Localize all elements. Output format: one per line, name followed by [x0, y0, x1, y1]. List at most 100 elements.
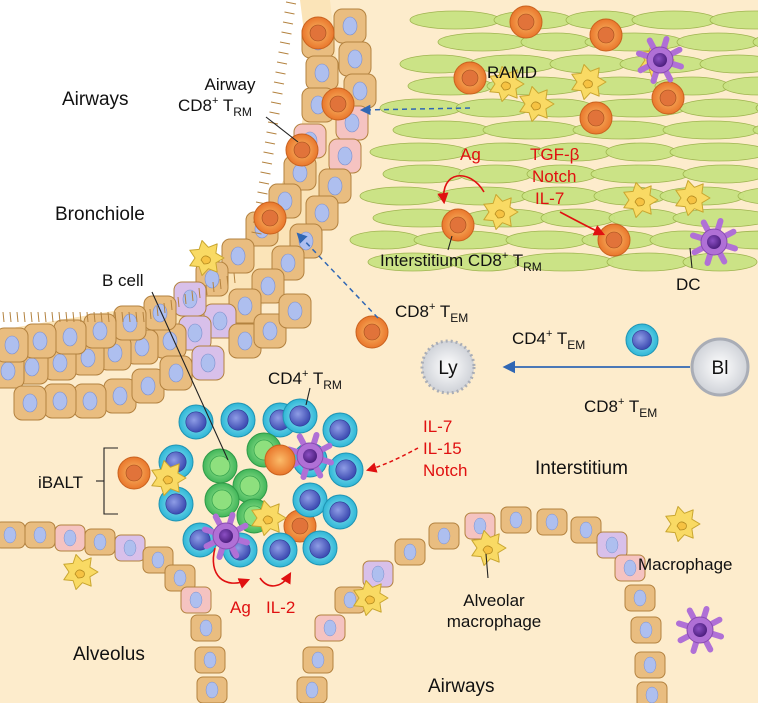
dendritic-cell-nucleus	[653, 53, 667, 67]
cilium	[79, 311, 82, 323]
cilium	[263, 151, 274, 155]
nucleus	[187, 323, 203, 343]
macrophage-nucleus	[634, 197, 645, 207]
nucleus	[262, 321, 278, 341]
nucleus	[342, 16, 358, 36]
cd4-t-cell-nucleus	[289, 405, 311, 427]
bronchiole-label: Bronchiole	[55, 204, 145, 225]
nucleus	[437, 527, 451, 545]
il2-label: IL-2	[266, 598, 295, 617]
cilium	[163, 302, 166, 314]
cells	[63, 5, 739, 655]
airway-trm-label-2: CD8+ TRM	[178, 95, 252, 119]
cilium	[37, 311, 40, 323]
nucleus	[639, 621, 653, 639]
nucleus	[277, 191, 293, 211]
cilium	[198, 287, 201, 299]
smooth-muscle-cell	[382, 164, 466, 184]
b-cell-nucleus	[209, 455, 231, 477]
smooth-muscle-cell	[482, 120, 580, 140]
cd8-t-cell-nucleus	[597, 26, 615, 44]
nucleus	[151, 551, 165, 569]
bl-label: Bl	[712, 358, 729, 379]
cilium	[86, 311, 89, 323]
nucleus	[327, 176, 343, 196]
cd4-t-cell-nucleus	[335, 459, 357, 481]
alveolar-walls	[0, 506, 668, 703]
nucleus	[323, 619, 337, 637]
macrophage-nucleus	[364, 595, 375, 605]
nucleus	[199, 619, 213, 637]
nucleus	[52, 353, 68, 373]
cilium	[121, 311, 124, 323]
nucleus	[200, 353, 216, 373]
b-cell-nucleus	[211, 489, 233, 511]
macrophage-nucleus	[162, 475, 173, 485]
airways-bottom-label: Airways	[428, 676, 495, 697]
nucleus	[260, 276, 276, 296]
nucleus	[237, 331, 253, 351]
macrophage-nucleus	[262, 515, 273, 525]
cilium	[128, 311, 131, 323]
cilium	[275, 71, 286, 75]
b-cell-label: B cell	[102, 271, 144, 290]
dendritic-cell-nucleus	[707, 235, 721, 249]
smooth-muscle-cell	[540, 208, 616, 228]
macrophage-nucleus	[582, 79, 593, 89]
smooth-muscle-cell	[662, 120, 758, 140]
smooth-muscle-cell	[676, 32, 758, 52]
ag-top-label: Ag	[460, 145, 481, 164]
cd4-t-cell-nucleus	[329, 419, 351, 441]
cilium	[266, 131, 277, 135]
lymph-vessel: Ly	[420, 339, 476, 395]
smooth-muscle-cell	[682, 164, 758, 184]
cd8-t-cell-nucleus	[517, 13, 535, 31]
cilium	[177, 296, 180, 308]
cd8-t-cell-nucleus	[461, 69, 479, 87]
cd8-tem-label-2: CD8+ TEM	[584, 396, 657, 420]
smooth-muscle-cell	[752, 125, 758, 135]
cilium	[114, 311, 117, 323]
cd4-t-cell-nucleus	[309, 537, 331, 559]
nucleus	[287, 301, 303, 321]
nucleus	[314, 63, 330, 83]
cilium	[30, 311, 33, 323]
nucleus	[122, 313, 138, 333]
cilium	[212, 281, 215, 293]
cilium	[261, 161, 273, 165]
nucleus	[3, 526, 17, 544]
smooth-muscle-cell	[392, 120, 490, 140]
notch-mid-label: Notch	[423, 461, 467, 480]
cilium	[279, 41, 291, 45]
arrow-ramd-to-airway	[359, 104, 471, 116]
smooth-muscle-cell	[590, 164, 690, 184]
cilium	[107, 311, 110, 323]
macrophage-nucleus	[530, 101, 541, 111]
nucleus	[62, 327, 78, 347]
cilium	[251, 231, 262, 235]
nucleus	[80, 348, 96, 368]
cilium	[16, 311, 19, 323]
smooth-muscle-cell	[369, 142, 469, 162]
arrow-ag-bottom	[212, 547, 251, 589]
cilium	[51, 311, 54, 323]
nucleus	[230, 246, 246, 266]
smooth-muscle-cell	[349, 230, 421, 250]
smooth-muscle-cell	[409, 10, 501, 30]
nucleus	[134, 337, 150, 357]
cd8-t-cell-nucleus	[363, 323, 381, 341]
cilium	[205, 284, 208, 296]
nucleus	[4, 335, 20, 355]
nucleus	[82, 391, 98, 411]
cd8-t-cell-nucleus	[125, 464, 143, 482]
arrow-cytokine-top	[559, 211, 606, 236]
nucleus	[509, 511, 523, 529]
arrow-cytokine-mid	[365, 447, 419, 473]
il15-label: IL-15	[423, 439, 462, 458]
cd4-t-cell-nucleus	[227, 409, 249, 431]
arrow-tem-to-bronchiole	[296, 232, 379, 319]
cd4-t-cell-nucleus	[632, 330, 652, 350]
nucleus	[344, 113, 360, 133]
cd4-tem-label: CD4+ TEM	[512, 328, 585, 352]
